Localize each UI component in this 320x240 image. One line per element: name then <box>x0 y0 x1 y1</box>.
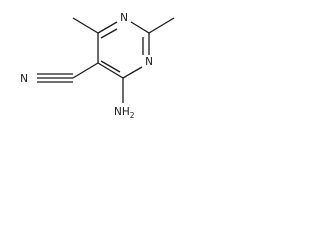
bond-n1-c2 <box>130 21 150 34</box>
amino-nh: NH <box>114 106 130 118</box>
amino-subscript: 2 <box>130 111 135 120</box>
chemical-structure: N N N NH2 <box>20 12 175 120</box>
bond-c4-c5-double <box>100 60 121 73</box>
pyrimidine-ring <box>97 21 150 79</box>
nitrile-bond <box>72 62 99 79</box>
bond-c6-n1-double <box>100 28 118 39</box>
methyl-bond-c2 <box>148 17 175 34</box>
substituents <box>37 17 175 103</box>
nitrile-n-label: N <box>20 73 28 85</box>
bond-n3-c4 <box>122 66 143 79</box>
amino-label: NH2 <box>114 106 135 120</box>
atom-n3-label: N <box>145 56 153 68</box>
bond-c4-c5 <box>97 62 124 79</box>
atom-n1-label: N <box>120 12 128 24</box>
bond-c6-n1 <box>97 21 118 34</box>
methyl-bond-c6 <box>72 17 99 34</box>
